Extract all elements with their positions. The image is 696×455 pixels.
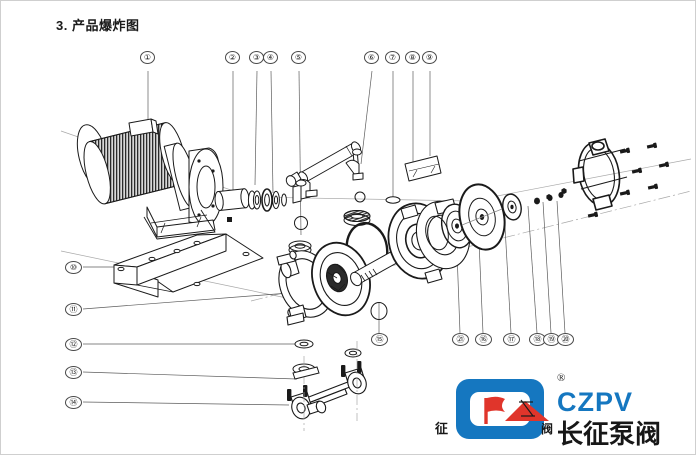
callout-17[interactable]: ⑰: [503, 333, 520, 346]
callout-14[interactable]: ⑭: [65, 396, 82, 409]
brand-name-cn: 长征泵阀: [557, 419, 662, 449]
watermark-right: 阀: [541, 422, 554, 436]
callout-13[interactable]: ⑬: [65, 366, 82, 379]
lower-support-frame: [287, 341, 367, 431]
pump-casing-front: [276, 241, 371, 326]
callout-20[interactable]: ⑳: [557, 333, 574, 346]
callout-16[interactable]: ⑯: [475, 333, 492, 346]
tube-bracket-assembly: [285, 141, 364, 204]
callout-3[interactable]: ③: [249, 51, 264, 64]
rear-clamp-ring: [572, 138, 628, 211]
watermark-left: 征: [435, 421, 449, 436]
czpv-logo-mark: [456, 379, 549, 439]
base-plate: [113, 233, 264, 298]
callout-6[interactable]: ⑥: [364, 51, 379, 64]
callout-9[interactable]: ⑨: [422, 51, 437, 64]
shaft-coupling-parts: [214, 188, 287, 222]
company-logo: ® CZPV 长征泵阀 征 阀: [435, 372, 681, 449]
page-title: 3. 产品爆炸图: [56, 18, 140, 33]
callout-leader-lines: [82, 70, 566, 406]
seal-disc-stack: [425, 183, 564, 251]
callout-1[interactable]: ①: [140, 51, 155, 64]
motor-assembly: [76, 118, 224, 240]
callout-4[interactable]: ④: [263, 51, 278, 64]
callout-11[interactable]: ⑪: [65, 303, 82, 316]
bottom-flange-part: [292, 366, 320, 380]
callout-19[interactable]: ⑲: [543, 333, 560, 346]
callout-7[interactable]: ⑦: [385, 51, 400, 64]
callout-10[interactable]: ⑩: [65, 261, 82, 274]
callout-8[interactable]: ⑧: [405, 51, 420, 64]
callout-21[interactable]: ㉑: [452, 333, 469, 346]
callout-15[interactable]: ⑮: [371, 333, 388, 346]
callout-5[interactable]: ⑤: [291, 51, 306, 64]
registered-trademark-icon: ®: [557, 372, 566, 384]
flat-plate-part: [404, 155, 442, 182]
callout-12[interactable]: ⑫: [65, 338, 82, 351]
brand-name-en: CZPV: [557, 387, 634, 417]
callout-2[interactable]: ②: [225, 51, 240, 64]
